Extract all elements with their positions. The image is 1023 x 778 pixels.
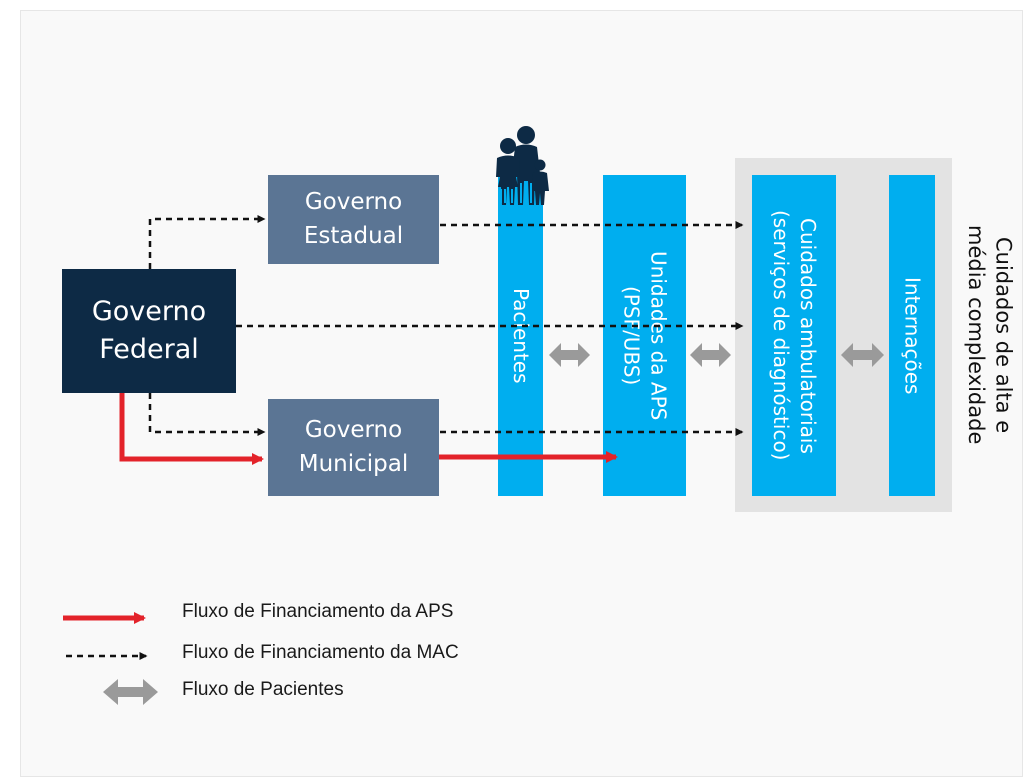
mac-group-title: Cuidados de alta e média complexidade bbox=[955, 158, 1023, 512]
patient-flow-arrow-1 bbox=[549, 343, 590, 367]
internacoes-column: Internações bbox=[889, 175, 935, 496]
unidades-aps-column: Unidades da APS (PSF/UBS) bbox=[603, 175, 686, 496]
cuidados-ambulatoriais-column: Cuidados ambulatoriais (serviços de diag… bbox=[752, 175, 836, 496]
patient-flow-arrows bbox=[549, 343, 884, 367]
unidades-aps-label: Unidades da APS (PSF/UBS) bbox=[619, 250, 671, 421]
governo-municipal-box: Governo Municipal bbox=[268, 399, 439, 496]
mac-flow-federal-to-municipal bbox=[148, 393, 266, 436]
legend-patient-symbol bbox=[103, 679, 158, 705]
cuidados-ambulatoriais-label: Cuidados ambulatoriais (serviços de diag… bbox=[769, 210, 820, 461]
governo-estadual-box: Governo Estadual bbox=[268, 175, 439, 264]
mac-group-title-text: Cuidados de alta e média complexidade bbox=[964, 225, 1016, 445]
mac-flow-lines bbox=[148, 215, 744, 436]
legend-patient-label: Fluxo de Pacientes bbox=[182, 679, 344, 700]
governo-federal-box: Governo Federal bbox=[62, 269, 236, 393]
mac-flow-federal-to-estadual bbox=[148, 215, 266, 269]
aps-flow-federal-to-municipal bbox=[119, 393, 264, 465]
aps-flow-lines bbox=[119, 393, 618, 465]
legend-mac-label: Fluxo de Financiamento da MAC bbox=[182, 642, 459, 663]
pacientes-column: Pacientes bbox=[498, 175, 543, 496]
family-icon bbox=[496, 126, 549, 205]
patient-flow-arrow-2 bbox=[690, 343, 731, 367]
internacoes-label: Internações bbox=[900, 276, 925, 395]
pacientes-label: Pacientes bbox=[509, 287, 533, 384]
legend-aps-label: Fluxo de Financiamento da APS bbox=[182, 601, 454, 622]
patient-flow-arrow-3 bbox=[841, 343, 884, 367]
